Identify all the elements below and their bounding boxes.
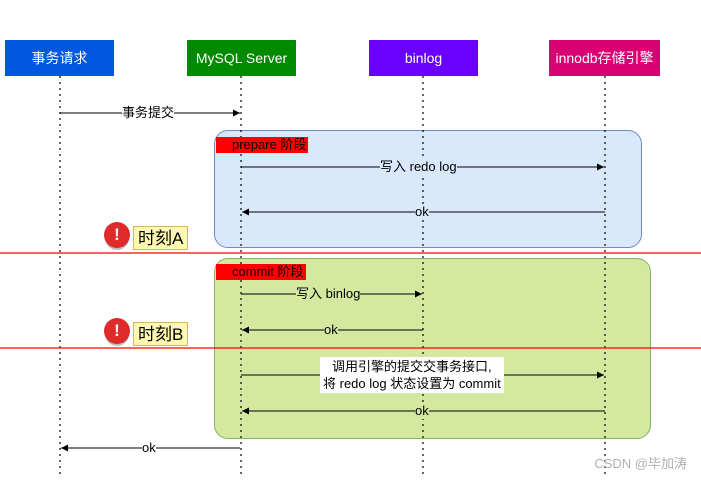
participant-mysql-server: MySQL Server [187,40,296,76]
message-ok-prepare: ok [415,204,429,220]
message-write-redo: 写入 redo log [380,159,457,175]
watermark: CSDN @毕加涛 [594,456,687,471]
moment-b-label: 时刻B [133,322,189,346]
message-ok-final: ok [142,440,156,456]
prepare-phase-label: prepare 阶段 [216,137,309,153]
message-tx-commit: 事务提交 [122,105,175,121]
commit-phase-label: commit 阶段 [216,264,306,280]
message-call-engine: 调用引擎的提交交事务接口, 将 redo log 状态设置为 commit [320,357,504,393]
message-ok-binlog: ok [324,322,338,338]
message-call-engine-line1: 调用引擎的提交交事务接口, [332,359,492,374]
participant-binlog: binlog [369,40,478,76]
moment-a-label: 时刻A [133,226,189,250]
message-ok-commit: ok [415,403,429,419]
participant-innodb: innodb存储引擎 [549,40,660,76]
warning-icon-a: ! [104,222,130,248]
warning-icon-b: ! [104,318,130,344]
message-write-binlog: 写入 binlog [296,286,361,302]
message-call-engine-line2: 将 redo log 状态设置为 commit [323,376,501,391]
participant-requester: 事务请求 [5,40,114,76]
